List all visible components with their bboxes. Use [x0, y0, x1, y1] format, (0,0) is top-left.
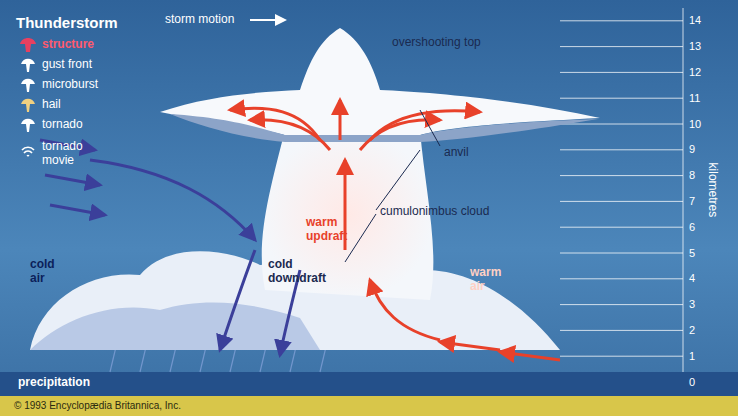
sidebar-item: gust front	[42, 58, 92, 72]
axis-number: 13	[689, 40, 701, 53]
motion-label: storm motion	[165, 13, 234, 27]
axis-number: 1	[689, 350, 695, 363]
axis-title: kilometres	[705, 163, 719, 218]
axis-number: 7	[689, 195, 695, 208]
axis-number: 4	[689, 272, 695, 285]
axis-number: 12	[689, 66, 701, 79]
copyright-note: © 1993 Encyclopædia Britannica, Inc.	[14, 400, 181, 412]
part-label: cold downdraft	[268, 258, 338, 286]
sidebar-item: structure	[42, 38, 94, 52]
part-label: anvil	[444, 146, 469, 160]
diagram-title: Thunderstorm	[16, 14, 118, 31]
axis-number: 0	[689, 376, 695, 389]
axis-number: 5	[689, 247, 695, 260]
axis-number: 10	[689, 118, 701, 131]
axis-number: 2	[689, 324, 695, 337]
axis-number: 14	[689, 14, 701, 27]
axis-number: 9	[689, 143, 695, 156]
part-label: cold air	[30, 258, 70, 286]
sidebar-item: tornado movie	[42, 140, 94, 168]
axis-number: 6	[689, 221, 695, 234]
axis-number: 3	[689, 298, 695, 311]
sidebar-item: tornado	[42, 118, 83, 132]
sidebar-item: hail	[42, 98, 61, 112]
axis-number: 11	[689, 92, 700, 105]
part-label: warm updraft	[306, 216, 366, 244]
axis-number: 8	[689, 169, 695, 182]
part-label: warm air	[470, 266, 510, 294]
part-label: overshooting top	[392, 36, 481, 50]
part-label: cumulonimbus cloud	[380, 205, 489, 219]
sidebar-item: microburst	[42, 78, 98, 92]
part-label: precipitation	[18, 376, 90, 390]
